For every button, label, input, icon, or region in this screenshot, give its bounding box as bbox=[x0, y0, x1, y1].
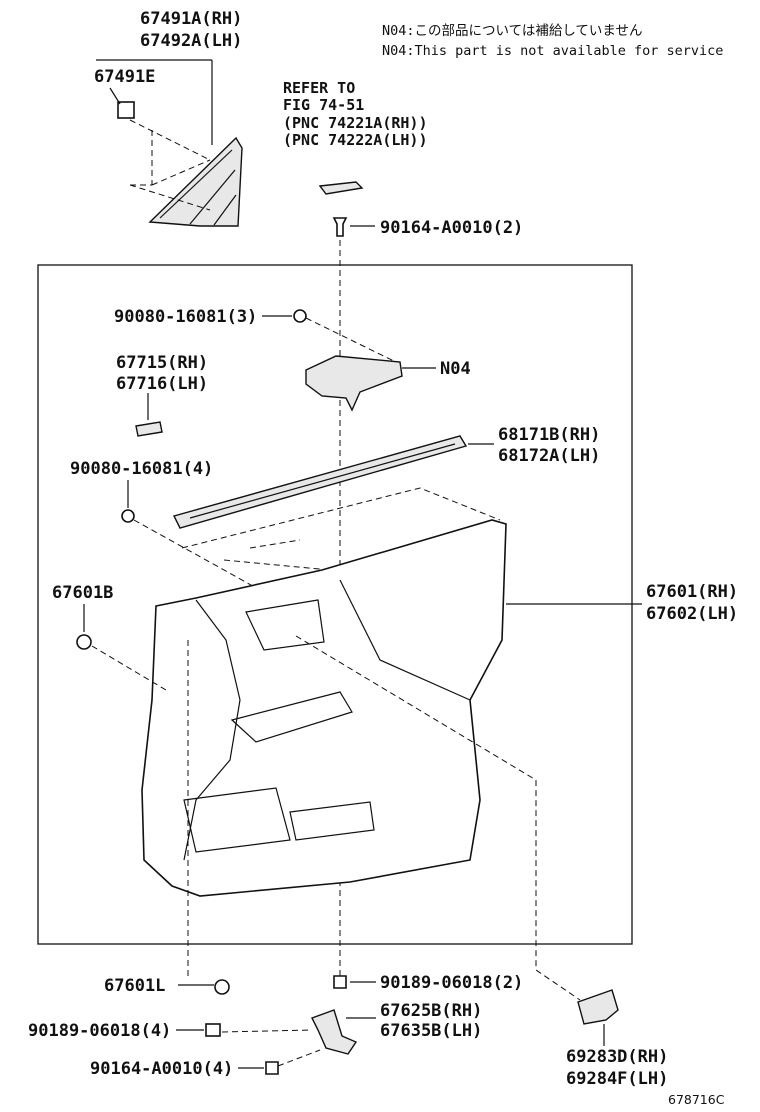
cap-69283D bbox=[577, 989, 619, 1025]
clip-90189-4 bbox=[205, 1023, 221, 1037]
screw-90164-4 bbox=[265, 1061, 279, 1075]
screw-90080-4 bbox=[121, 509, 135, 523]
clip-67601B bbox=[76, 634, 92, 650]
refer-line4: (PNC 74222A(LH)) bbox=[283, 131, 428, 149]
refer-line1: REFER TO bbox=[283, 79, 355, 97]
label-68172A: 68172A(LH) bbox=[498, 446, 600, 466]
label-90189-2: 90189-06018(2) bbox=[380, 973, 523, 993]
label-90164-top: 90164-A0010(2) bbox=[380, 218, 523, 238]
refer-line2: FIG 74-51 bbox=[283, 96, 364, 114]
label-90164-4: 90164-A0010(4) bbox=[90, 1059, 233, 1079]
label-90080-3: 90080-16081(3) bbox=[114, 307, 257, 327]
label-67635B: 67635B(LH) bbox=[380, 1021, 482, 1041]
label-67602: 67602(LH) bbox=[646, 604, 738, 624]
label-69284F: 69284F(LH) bbox=[566, 1069, 668, 1089]
bracket-67625B bbox=[311, 1009, 358, 1055]
label-n04: N04 bbox=[440, 359, 471, 379]
door-trim-panel bbox=[141, 519, 507, 897]
label-90080-4: 90080-16081(4) bbox=[70, 459, 213, 479]
mirror-cover-part bbox=[148, 136, 243, 227]
note-jp: N04:この部品については補給していません bbox=[382, 23, 643, 39]
note-en: N04:This part is not available for servi… bbox=[382, 43, 723, 59]
label-67601: 67601(RH) bbox=[646, 582, 738, 602]
label-67715: 67715(RH) bbox=[116, 353, 208, 373]
label-67625B: 67625B(RH) bbox=[380, 1001, 482, 1021]
label-90189-4: 90189-06018(4) bbox=[28, 1021, 171, 1041]
bracket-n04 bbox=[305, 355, 403, 412]
label-67601L: 67601L bbox=[104, 976, 165, 996]
label-67601B: 67601B bbox=[52, 583, 113, 603]
clip-67601L bbox=[214, 979, 230, 995]
label-67491E: 67491E bbox=[94, 67, 155, 87]
screw-90164-top bbox=[332, 217, 348, 237]
label-68171B: 68171B(RH) bbox=[498, 425, 600, 445]
label-67491A: 67491A(RH) bbox=[140, 9, 242, 29]
label-67716: 67716(LH) bbox=[116, 374, 208, 394]
refer-line3: (PNC 74221A(RH)) bbox=[283, 114, 428, 132]
label-67492A: 67492A(LH) bbox=[140, 31, 242, 51]
label-69283D: 69283D(RH) bbox=[566, 1047, 668, 1067]
clip-90189-2 bbox=[333, 975, 347, 989]
plug-67715 bbox=[135, 421, 163, 437]
screw-90080-3 bbox=[293, 309, 307, 323]
catalog-id: 678716C bbox=[668, 1092, 725, 1107]
clip-67491E bbox=[117, 101, 135, 119]
switch-base-part bbox=[318, 181, 364, 195]
